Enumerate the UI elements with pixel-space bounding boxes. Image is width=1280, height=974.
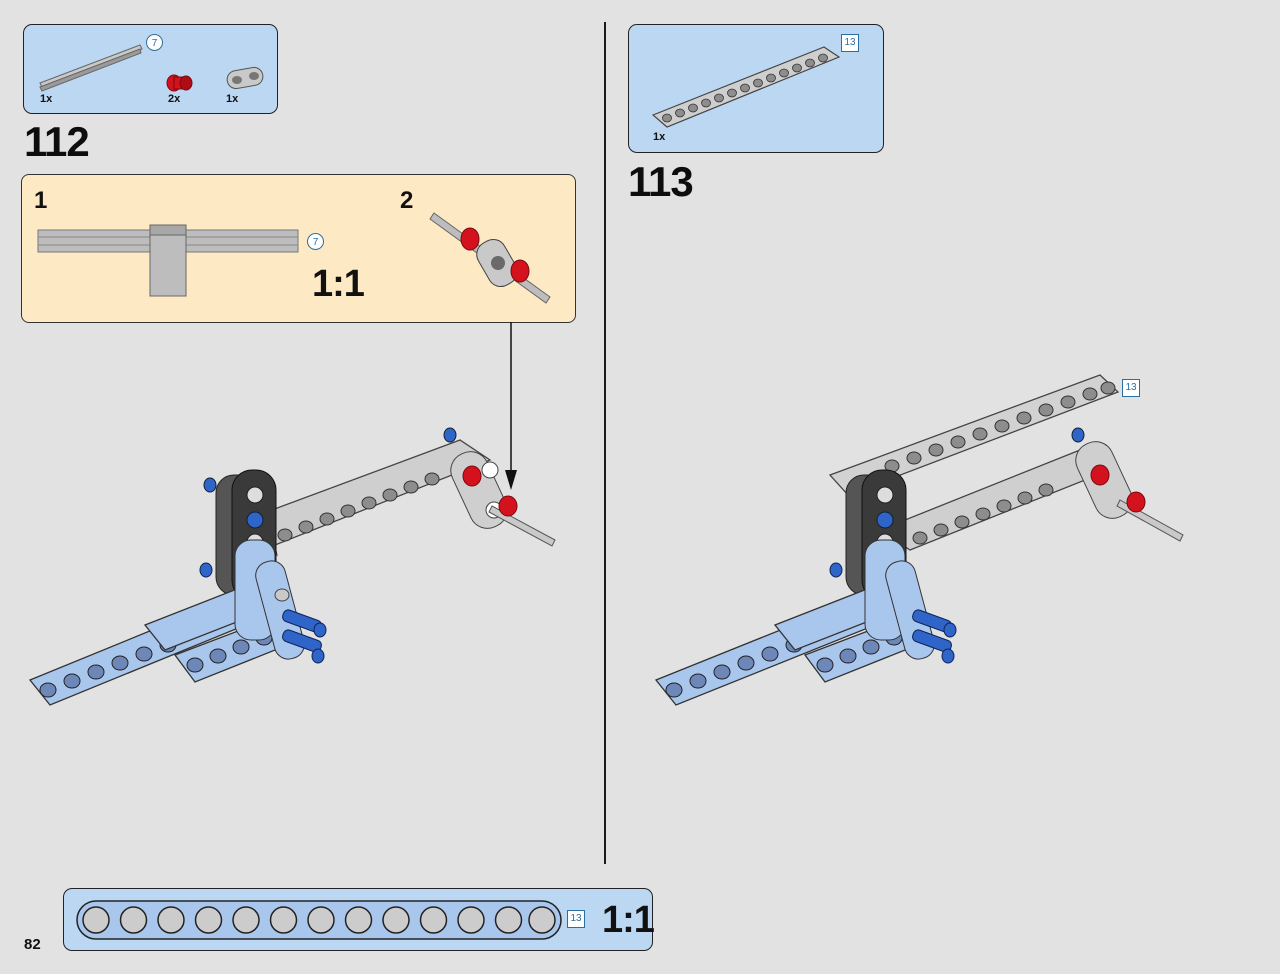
parts-list-step-112: 7 1x 2x 1x <box>23 24 278 114</box>
page-number: 82 <box>24 936 41 953</box>
axle-length-indicator: 7 <box>146 34 163 51</box>
ruler-beam-image <box>76 900 562 940</box>
bush-quantity: 2x <box>168 93 181 105</box>
axle-part-image <box>39 44 143 92</box>
beam-quantity-113: 1x <box>653 131 666 143</box>
step-number-113: 113 <box>628 158 694 205</box>
step-112-model-image <box>28 427 556 706</box>
axle-quantity: 1x <box>40 93 53 105</box>
sub-assembly-callout: 1 2 7 1:1 <box>21 174 576 323</box>
sub-step-2: 2 <box>400 187 414 214</box>
callout-scale-label: 1:1 <box>312 263 365 305</box>
ruler-length-indicator: 13 <box>567 910 585 928</box>
page-divider <box>604 22 606 864</box>
model-beam-length-indicator: 13 <box>1122 379 1140 397</box>
bush-part-image <box>166 74 193 92</box>
sub-step-1: 1 <box>34 187 48 214</box>
step-113-model-image <box>654 374 1184 706</box>
callout-axle-length-indicator: 7 <box>307 233 324 250</box>
long-beam-part-image <box>651 46 841 128</box>
assembled-axle-with-bushes-image <box>429 212 551 304</box>
callout-arrow <box>505 322 517 490</box>
scale-ruler: 13 1:1 <box>63 888 655 951</box>
beam-length-indicator: 13 <box>841 34 859 52</box>
beam-quantity: 1x <box>226 93 239 105</box>
short-beam-part-image <box>226 66 264 90</box>
ruler-scale-label: 1:1 <box>602 899 655 941</box>
parts-list-step-113: 13 1x <box>628 24 884 153</box>
step-number-112: 112 <box>24 118 90 165</box>
axle-through-beam-image <box>37 224 299 297</box>
